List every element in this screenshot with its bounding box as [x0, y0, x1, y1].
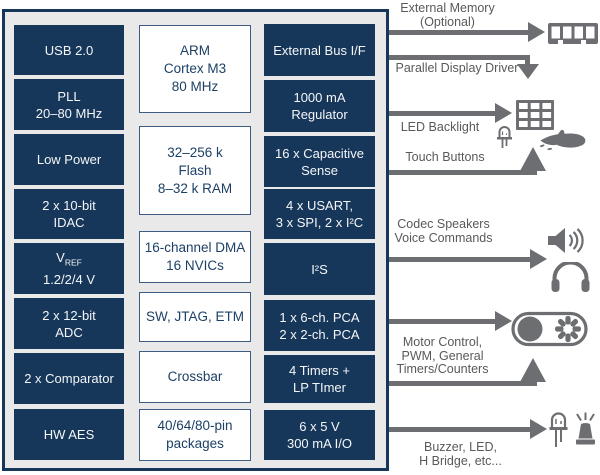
- block-hv-io: 6 x 5 V 300 mA I/O: [264, 410, 375, 460]
- block-packages: 40/64/80-pin packages: [139, 409, 251, 461]
- block-flash-ram: 32–256 k Flash 8–32 k RAM: [139, 126, 251, 215]
- speaker-icon: [548, 225, 588, 256]
- block-usb-label: USB 2.0: [44, 42, 94, 58]
- touch-hand-icon: [539, 128, 588, 151]
- block-usart-spi-i2c: 4 x USART, 3 x SPI, 2 x I²C: [264, 189, 375, 239]
- motor-control-label: Motor Control, PWM, General Timers/Count…: [396, 335, 489, 376]
- block-regulator: 1000 mA Regulator: [264, 80, 375, 132]
- block-adc: 2 x 12-bit ADC: [14, 298, 124, 349]
- arrow-head-up: [520, 358, 546, 382]
- block-low-power: Low Power: [14, 134, 124, 185]
- memory-module-icon: [548, 23, 598, 48]
- block-capsense: 16 x Capacitive Sense: [264, 136, 375, 187]
- led-icon: [548, 411, 569, 453]
- touch-buttons-label: Touch Buttons: [405, 150, 485, 164]
- headphones-icon: [551, 262, 590, 294]
- block-arm-core: ARM Cortex M3 80 MHz: [139, 25, 251, 113]
- display-grid-icon: [516, 100, 554, 130]
- external-memory-label: External Memory (Optional): [400, 1, 495, 29]
- arrow-head-up: [520, 147, 546, 171]
- buzzer-icon: [571, 412, 599, 451]
- arrow-head-down: [517, 64, 539, 79]
- buzzer-label: Buzzer, LED, H Bridge, etc...: [419, 440, 502, 468]
- arrow-head-right: [530, 249, 547, 269]
- arrow-head-right: [530, 419, 547, 439]
- block-timers: 4 Timers + LP TImer: [264, 355, 375, 403]
- arrow-head-right: [495, 311, 512, 331]
- block-hw-aes: HW AES: [14, 409, 124, 460]
- arrow-head-right: [528, 22, 545, 42]
- block-comparator: 2 x Comparator: [14, 353, 124, 404]
- parallel-display-label: Parallel Display Driver: [395, 61, 519, 75]
- block-pll: PLL 20–80 MHz: [14, 79, 124, 130]
- block-idac: 2 x 10-bit IDAC: [14, 189, 124, 239]
- block-crossbar: Crossbar: [139, 351, 251, 403]
- block-debug: SW, JTAG, ETM: [139, 292, 251, 342]
- arrow-head-right: [495, 103, 512, 123]
- block-usb: USB 2.0: [14, 25, 124, 75]
- led-icon: [496, 125, 513, 150]
- block-i2s: I²S: [264, 243, 375, 295]
- codec-label: Codec Speakers Voice Commands: [394, 217, 493, 245]
- led-backlight-label: LED Backlight: [400, 120, 480, 134]
- block-external-bus: External Bus I/F: [264, 24, 375, 76]
- block-pca: 1 x 6-ch. PCA 2 x 2-ch. PCA: [264, 300, 375, 351]
- block-dma-nvic: 16-channel DMA 16 NVICs: [139, 231, 251, 283]
- motor-icon: [511, 310, 588, 348]
- block-vref: VREF 1.2/2/4 V: [14, 243, 124, 294]
